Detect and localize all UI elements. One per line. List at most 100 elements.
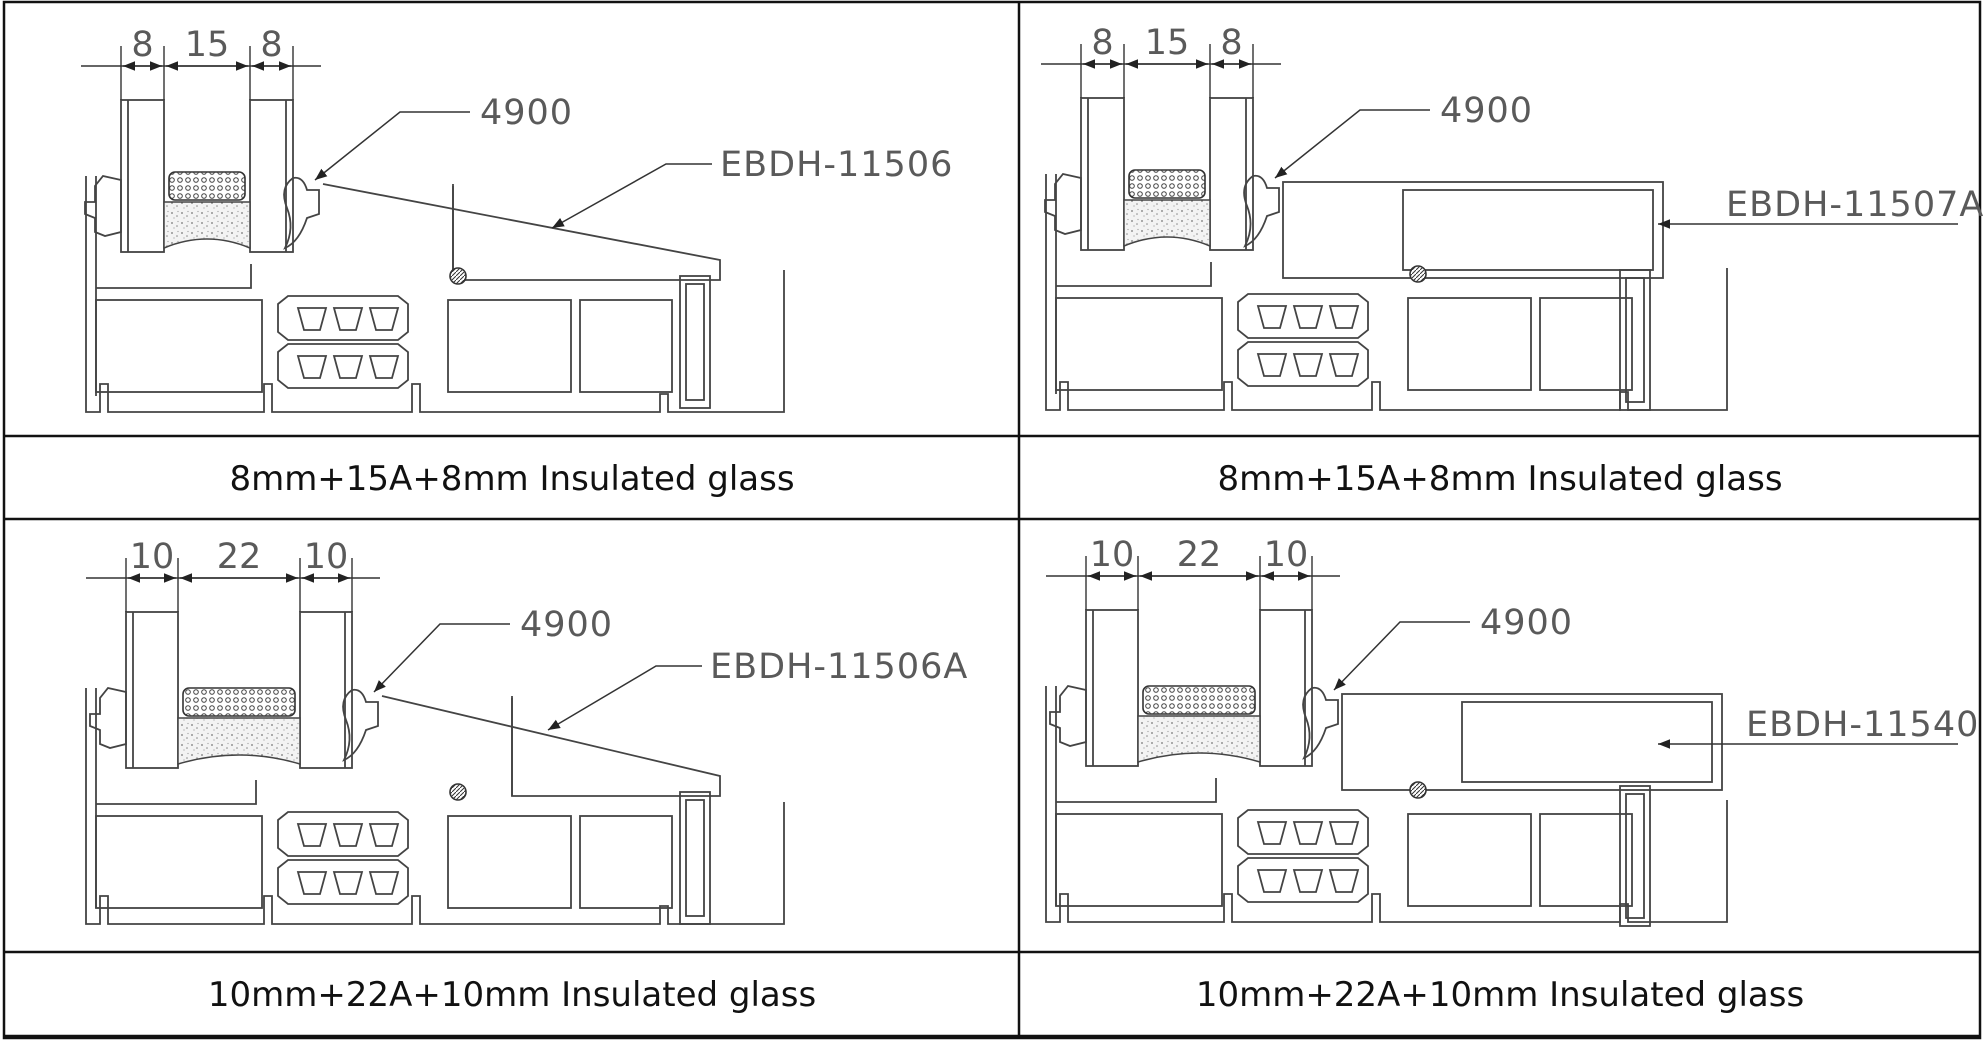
callout-leader-profile xyxy=(547,665,702,731)
dimension-value: 15 xyxy=(185,25,230,65)
hinge-pin xyxy=(449,267,467,285)
dimension-value: 22 xyxy=(217,537,262,577)
dimension-value: 8 xyxy=(260,25,282,65)
glass-pane-inner xyxy=(1209,97,1254,251)
glass-pane-outer xyxy=(120,99,165,253)
sash-box-chamber xyxy=(1461,701,1713,783)
dimension-value: 10 xyxy=(1090,535,1135,575)
spacer-bar xyxy=(1128,169,1206,199)
thermal-break-cavity xyxy=(368,871,400,895)
dimension-value: 22 xyxy=(1177,535,1222,575)
thermal-break-cavity xyxy=(296,823,328,847)
thermal-break-cavity xyxy=(1292,821,1324,845)
sash-box-profile xyxy=(1341,693,1723,791)
hinge-pin xyxy=(449,783,467,801)
dimension-value: 10 xyxy=(1264,535,1309,575)
caption-top-right: 8mm+15A+8mm Insulated glass xyxy=(1217,459,1782,499)
frame-chamber xyxy=(1539,813,1633,907)
thermal-break-cavity xyxy=(368,307,400,331)
frame-chamber xyxy=(1539,297,1633,391)
frame-chamber xyxy=(1055,813,1223,907)
sash-base xyxy=(1056,262,1212,287)
sash-sloped-profile xyxy=(322,183,721,281)
callout-leader-gasket xyxy=(1274,109,1430,179)
sash-base xyxy=(96,780,257,805)
spacer-bar xyxy=(1142,685,1256,715)
thermal-break-cavity xyxy=(296,871,328,895)
caption-top-left: 8mm+15A+8mm Insulated glass xyxy=(229,459,794,499)
gasket-4900 xyxy=(342,688,379,762)
thermal-break-strip xyxy=(1237,809,1369,855)
frame-outline xyxy=(85,176,785,413)
thermal-break-cavity xyxy=(1292,305,1324,329)
frame-chamber xyxy=(579,815,673,909)
thermal-break-cavity xyxy=(1328,353,1360,377)
frame-chamber xyxy=(579,299,673,393)
frame-chamber xyxy=(95,815,263,909)
frame-end-chamber xyxy=(679,791,711,925)
sealant xyxy=(1123,199,1211,248)
sash-base xyxy=(1056,778,1217,803)
outer-gasket xyxy=(1049,684,1087,747)
thermal-break-strip xyxy=(277,859,409,905)
sash-box-chamber xyxy=(1402,189,1654,271)
dimension-value: 8 xyxy=(1220,23,1242,63)
dimension-value: 10 xyxy=(130,537,175,577)
callout-leader-gasket xyxy=(373,623,510,693)
sash-sloped-profile xyxy=(381,695,721,797)
callout-label-profile: EBDH-11506 xyxy=(720,145,953,185)
thermal-break-cavity xyxy=(1256,869,1288,893)
thermal-break-cavity xyxy=(368,823,400,847)
frame-chamber xyxy=(1407,813,1532,907)
callout-leader-gasket xyxy=(1333,621,1470,691)
thermal-break-strip xyxy=(1237,857,1369,903)
thermal-break-cavity xyxy=(1292,869,1324,893)
frame-outline xyxy=(85,688,785,925)
callout-leader-gasket xyxy=(314,111,470,181)
thermal-break-cavity xyxy=(332,307,364,331)
frame-end-chamber-inner xyxy=(1625,793,1645,919)
gasket-4900 xyxy=(1302,686,1339,760)
frame-end-chamber xyxy=(1619,785,1651,927)
thermal-break-cavity xyxy=(1328,821,1360,845)
callout-label-profile: EBDH-11506A xyxy=(710,647,968,687)
frame-end-chamber xyxy=(1619,269,1651,411)
glass-pane-inner xyxy=(249,99,294,253)
thermal-break-cavity xyxy=(1256,305,1288,329)
hinge-pin xyxy=(1409,781,1427,799)
dimension-value: 8 xyxy=(131,25,153,65)
frame-chamber xyxy=(447,815,572,909)
glass-pane-outer xyxy=(125,611,179,769)
thermal-break-cavity xyxy=(1328,305,1360,329)
callout-label-gasket: 4900 xyxy=(480,93,573,133)
thermal-break-strip xyxy=(1237,293,1369,339)
callout-label-profile: EBDH-11507A xyxy=(1726,185,1984,225)
gasket-4900 xyxy=(1243,174,1280,248)
caption-bottom-right: 10mm+22A+10mm Insulated glass xyxy=(1196,975,1804,1015)
glass-pane-outer xyxy=(1085,609,1139,767)
callout-label-gasket: 4900 xyxy=(1480,603,1573,643)
dimension-value: 8 xyxy=(1091,23,1113,63)
thermal-break-cavity xyxy=(296,307,328,331)
frame-end-chamber-inner xyxy=(685,283,705,401)
frame-chamber xyxy=(1407,297,1532,391)
frame-chamber xyxy=(95,299,263,393)
sash-base xyxy=(96,264,252,289)
thermal-break-cavity xyxy=(296,355,328,379)
thermal-break-strip xyxy=(277,295,409,341)
thermal-break-cavity xyxy=(368,355,400,379)
outer-gasket xyxy=(84,174,122,237)
frame-end-chamber-inner xyxy=(685,799,705,917)
callout-leader-profile xyxy=(551,163,712,229)
outer-gasket xyxy=(89,686,127,749)
dimension-value: 15 xyxy=(1145,23,1190,63)
thermal-break-cavity xyxy=(332,871,364,895)
frame-end-chamber xyxy=(679,275,711,409)
thermal-break-strip xyxy=(277,343,409,389)
thermal-break-cavity xyxy=(1292,353,1324,377)
